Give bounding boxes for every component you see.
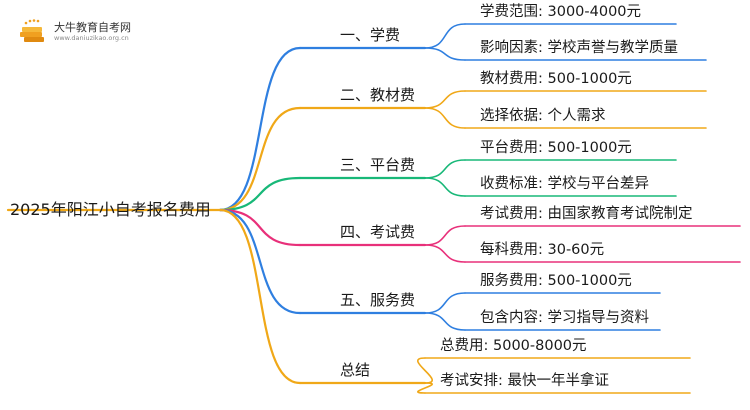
leaf-label: 总费用: 5000-8000元 <box>440 338 587 354</box>
branch-connector <box>218 46 302 212</box>
branch-label: 四、考试费 <box>340 223 416 241</box>
leaf-label: 每科费用: 30-60元 <box>480 242 605 258</box>
branch-label: 总结 <box>340 361 371 379</box>
branch-connector <box>218 106 302 212</box>
branch-connector <box>218 208 302 385</box>
book-stack-icon <box>20 19 44 42</box>
logo-url: www.daniuzikao.org.cn <box>54 34 129 42</box>
leaf-connector <box>424 177 466 197</box>
leaf-label: 平台费用: 500-1000元 <box>480 140 632 156</box>
leaf-label: 选择依据: 个人需求 <box>480 108 606 124</box>
leaf-label: 考试费用: 由国家教育考试院制定 <box>480 206 693 222</box>
leaf-connector <box>424 90 466 109</box>
leaf-label: 收费标准: 学校与平台差异 <box>480 176 649 192</box>
logo-name: 大牛教育自考网 <box>54 21 131 34</box>
branch-label: 三、平台费 <box>340 156 416 174</box>
leaf-label: 教材费用: 500-1000元 <box>480 71 632 87</box>
leaf-label: 考试安排: 最快一年半拿证 <box>440 373 609 389</box>
leaf-connector <box>424 23 466 49</box>
branch-connector <box>218 176 302 212</box>
leaf-connector <box>424 159 466 179</box>
leaf-label: 服务费用: 500-1000元 <box>480 273 632 289</box>
leaf-connector <box>424 312 466 331</box>
root-node: 2025年阳江小自考报名费用 <box>10 200 211 219</box>
leaf-connector <box>424 225 466 246</box>
branch-connector <box>218 208 302 247</box>
leaf-label: 学费范围: 3000-4000元 <box>480 4 642 20</box>
leaf-connector <box>417 382 433 394</box>
branch-label: 五、服务费 <box>340 291 416 309</box>
leaf-connector <box>424 244 466 263</box>
leaf-connector <box>424 292 466 314</box>
leaf-label: 影响因素: 学校声誉与教学质量 <box>480 40 678 56</box>
branch-label: 二、教材费 <box>340 86 416 104</box>
leaf-label: 包含内容: 学习指导与资料 <box>480 310 649 326</box>
leaf-connector <box>424 47 466 61</box>
leaf-connector <box>417 357 433 384</box>
leaf-connector <box>424 107 466 129</box>
branch-connector <box>218 208 302 315</box>
branch-label: 一、学费 <box>340 26 401 44</box>
site-logo: 大牛教育自考网 www.daniuzikao.org.cn <box>18 16 178 46</box>
